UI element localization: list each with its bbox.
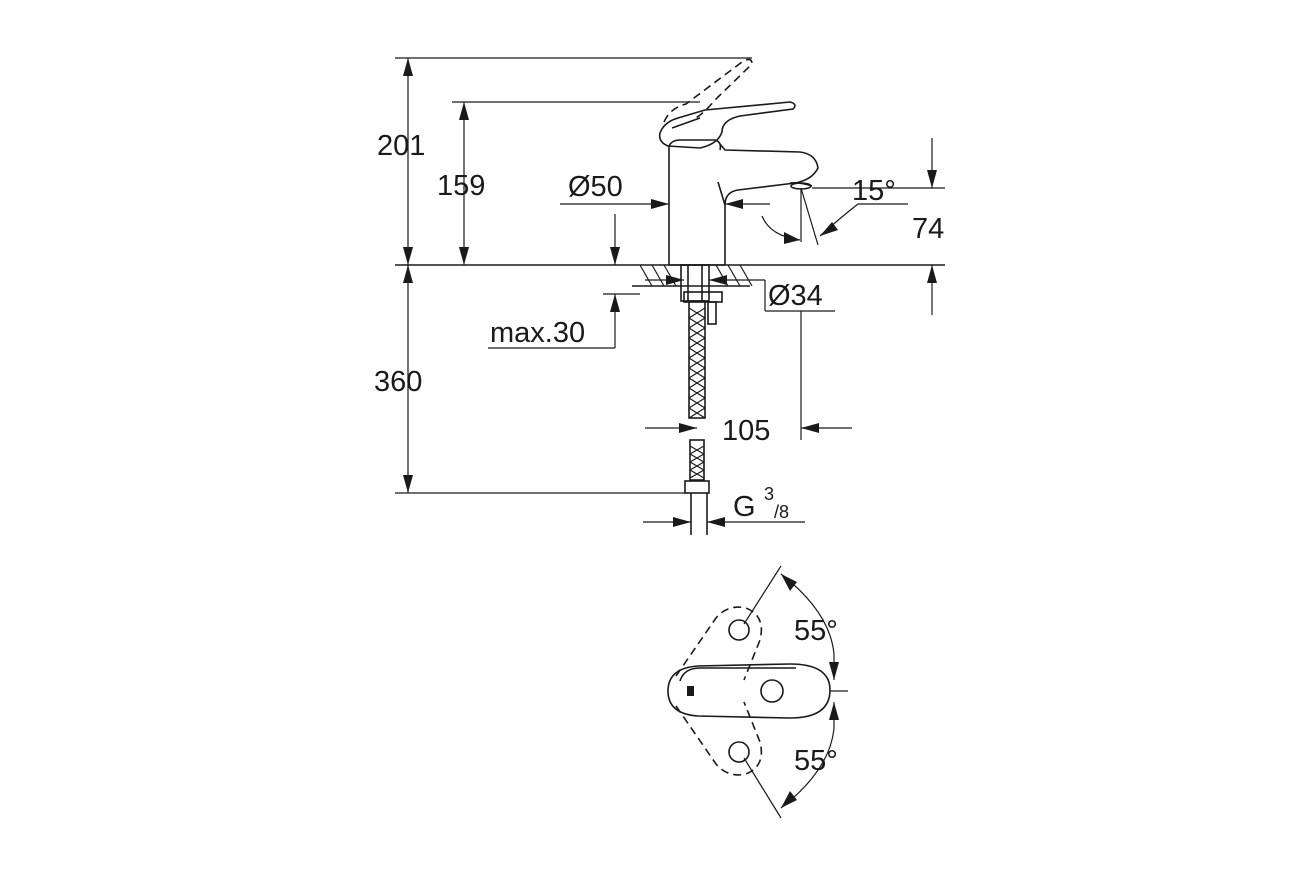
- dim-diameter-50-label: Ø50: [568, 171, 623, 203]
- dim-angle-55-lower-label: 55°: [794, 745, 838, 777]
- top-handle-rotated-upper: [675, 606, 763, 681]
- top-handle-center: [667, 663, 831, 719]
- dim-159-label: 159: [437, 170, 485, 202]
- dim-159: 159: [437, 101, 700, 265]
- dim-105-label: 105: [722, 415, 770, 447]
- dim-74: 74: [812, 138, 945, 315]
- lever-raised-position: [663, 58, 753, 123]
- top-view: 55° 55°: [667, 565, 848, 819]
- dim-max-30: max.30: [488, 214, 640, 349]
- side-view: 201 159 Ø50 15°: [374, 57, 945, 535]
- dim-angle-55-lower: 55°: [780, 702, 839, 809]
- faucet-body: [668, 139, 819, 266]
- angle-ray-lower: [743, 757, 782, 819]
- top-handle-rotated-lower: [675, 701, 763, 776]
- dim-angle-55-upper: 55°: [780, 573, 839, 680]
- dim-angle-15-label: 15°: [852, 175, 896, 207]
- dim-360-label: 360: [374, 366, 422, 398]
- dim-angle-55-upper-label: 55°: [794, 615, 838, 647]
- angle-ray-upper: [743, 565, 782, 625]
- dim-diameter-34-label: Ø34: [768, 280, 823, 312]
- shank-and-hose: [680, 264, 723, 535]
- top-handle-rotated-lower-knob: [728, 741, 750, 763]
- worktop-section: [632, 264, 753, 287]
- dim-thread-g38: G 3 /8: [643, 484, 805, 527]
- dim-201-label: 201: [377, 130, 425, 162]
- dim-201: 201: [377, 57, 752, 265]
- dim-max-30-label: max.30: [490, 317, 585, 349]
- dim-thread-g-label: G: [733, 491, 756, 523]
- dim-diameter-50: Ø50: [560, 171, 770, 209]
- dim-74-label: 74: [912, 213, 944, 245]
- dim-105: 105: [645, 311, 852, 447]
- dim-angle-15: 15°: [761, 175, 908, 246]
- top-handle-rotated-upper-knob: [728, 619, 750, 641]
- dim-thread-den-label: /8: [774, 502, 789, 522]
- dim-diameter-34: Ø34: [645, 275, 835, 312]
- faucet-lever: [658, 101, 796, 149]
- dim-360: 360: [374, 265, 685, 494]
- dim-thread-num-label: 3: [764, 484, 774, 504]
